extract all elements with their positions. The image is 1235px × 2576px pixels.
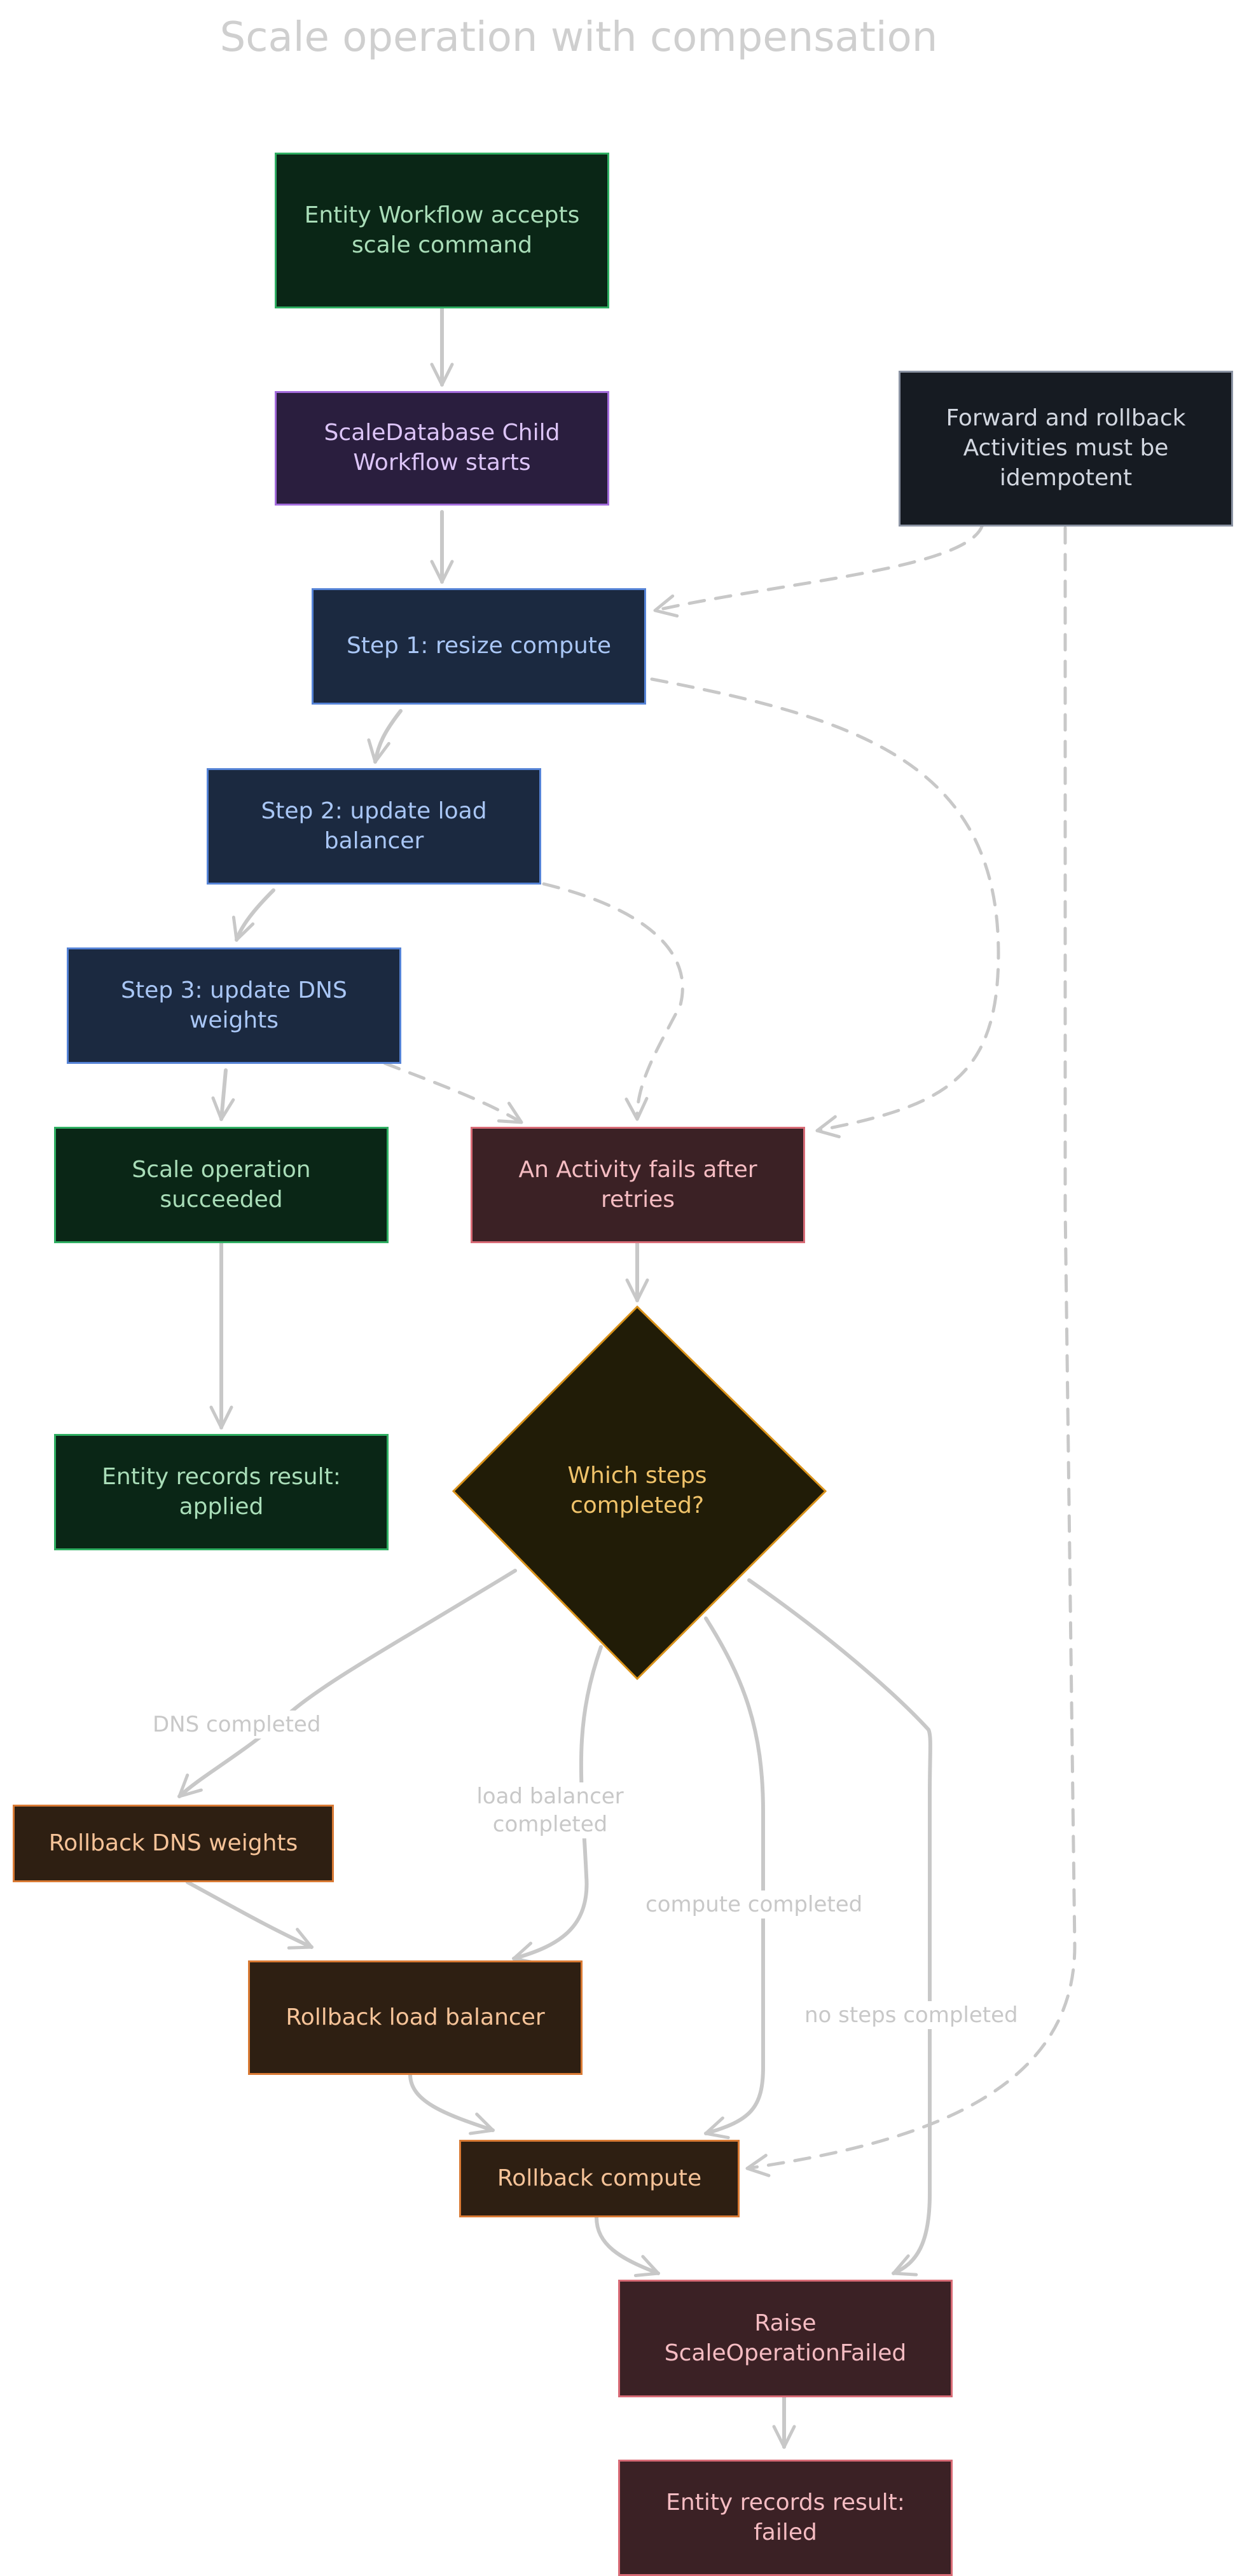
node-rollback-load-balancer: Rollback load balancer — [248, 1960, 583, 2075]
node-step3-update-dns-weights: Step 3: update DNS weights — [67, 947, 401, 1064]
node-which-steps-completed: Which steps completed? — [567, 1463, 707, 1519]
node-activity-fails: An Activity fails after retries — [471, 1127, 805, 1243]
node-records-failed: Entity records result: failed — [618, 2460, 953, 2576]
edge-step2-to-step3 — [231, 888, 275, 942]
edge-rb-compute-to-raise — [595, 2215, 660, 2277]
edge-decision-to-rb-lb — [512, 1645, 603, 1965]
edge-decision-to-rb-dns — [177, 1569, 517, 1798]
decision-diamond-shape — [452, 1305, 827, 1681]
node-child-workflow-starts: ScaleDatabase Child Workflow starts — [275, 391, 609, 506]
edge-step2-to-fails — [542, 882, 684, 1121]
edge-label-load-balancer-completed: load balancer completed — [464, 1782, 636, 1839]
edge-step1-to-fails — [650, 677, 1000, 1139]
node-records-applied: Entity records result: applied — [54, 1434, 389, 1550]
edge-decision-to-raise — [747, 1578, 932, 2276]
edge-step3-to-fails — [383, 1061, 523, 1124]
node-idempotent-note: Forward and rollback Activities must be … — [899, 371, 1233, 527]
node-step2-update-load-balancer: Step 2: update load balancer — [207, 768, 541, 885]
node-step1-resize-compute: Step 1: resize compute — [312, 588, 646, 705]
edge-note-to-rb-compute — [745, 526, 1077, 2177]
edge-note-to-step1 — [653, 523, 984, 618]
node-raise-scale-operation-failed: Raise ScaleOperationFailed — [618, 2280, 953, 2397]
edge-label-no-steps-completed: no steps completed — [804, 2001, 1018, 2030]
edge-label-compute-completed: compute completed — [645, 1891, 863, 1919]
edge-rb-lb-to-rb-compute — [408, 2072, 495, 2135]
edge-step1-to-step2 — [367, 709, 403, 764]
node-rollback-dns-weights: Rollback DNS weights — [13, 1805, 334, 1882]
edge-rb-dns-to-rb-lb — [186, 1880, 314, 1950]
node-accept-scale-command: Entity Workflow accepts scale command — [275, 153, 609, 308]
edge-label-dns-completed: DNS completed — [153, 1711, 321, 1739]
node-scale-succeeded: Scale operation succeeded — [54, 1127, 389, 1243]
node-rollback-compute: Rollback compute — [459, 2140, 740, 2217]
edge-decision-to-rb-compute — [704, 1616, 765, 2140]
diagram-title: Scale operation with compensation — [219, 14, 938, 61]
edge-step3-to-succeeded — [211, 1068, 235, 1121]
